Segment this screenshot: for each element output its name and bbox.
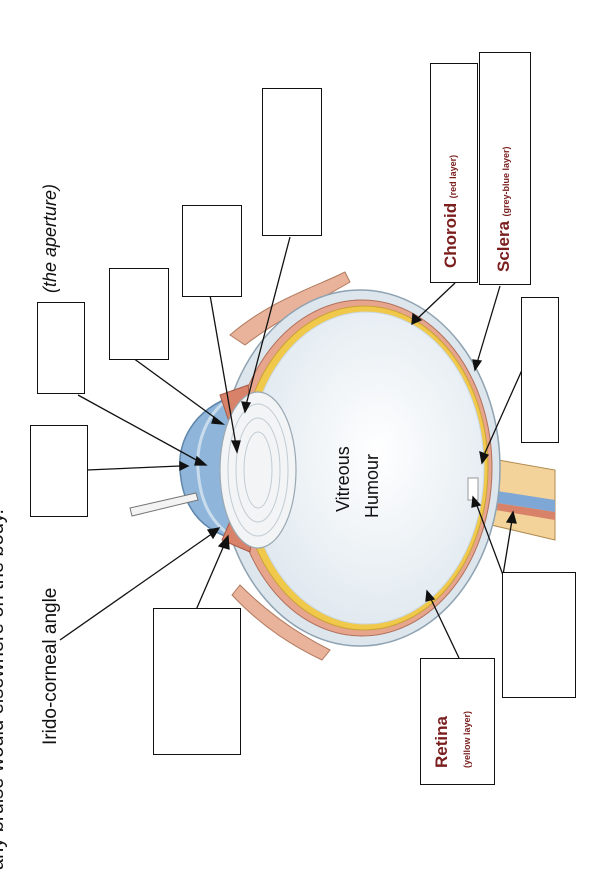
irido-corneal-label: Irido-corneal angle	[40, 587, 61, 745]
retina-name: Retina	[432, 716, 451, 768]
sclera-label: Sclera (grey-blue layer)	[494, 146, 514, 272]
retina-note: (yellow layer)	[462, 710, 472, 768]
choroid-label-box	[430, 63, 478, 283]
sclera-note: (grey-blue layer)	[501, 146, 511, 217]
blank-box-pupil[interactable]	[37, 302, 85, 394]
retina-label-box	[420, 658, 495, 785]
blank-box-fovea[interactable]	[521, 297, 559, 443]
lens	[219, 391, 297, 549]
choroid-label: Choroid (red layer)	[441, 155, 461, 268]
probe	[129, 492, 199, 517]
sclera-label-box	[479, 52, 531, 285]
leader-lines	[59, 236, 523, 659]
sclera-name: Sclera	[494, 220, 513, 272]
vitreous-line2: Humour	[362, 453, 382, 518]
vitreous-line1: Vitreous	[333, 446, 353, 512]
header-fragment: any bruise would elsewhere on the body.	[0, 509, 8, 870]
blank-box-ciliary[interactable]	[153, 608, 241, 755]
blank-box-iris[interactable]	[109, 268, 169, 360]
blank-box-optic[interactable]	[502, 572, 576, 698]
blank-box-lens[interactable]	[262, 88, 322, 236]
blank-box-aqueous[interactable]	[182, 205, 242, 297]
choroid-note: (red layer)	[448, 154, 458, 199]
lower-muscle	[231, 584, 331, 661]
aperture-label: (the aperture)	[40, 183, 60, 293]
blank-box-cornea[interactable]	[30, 425, 88, 517]
header-clip: any bruise would elsewhere on the body.	[0, 0, 28, 874]
choroid-name: Choroid	[441, 202, 460, 268]
